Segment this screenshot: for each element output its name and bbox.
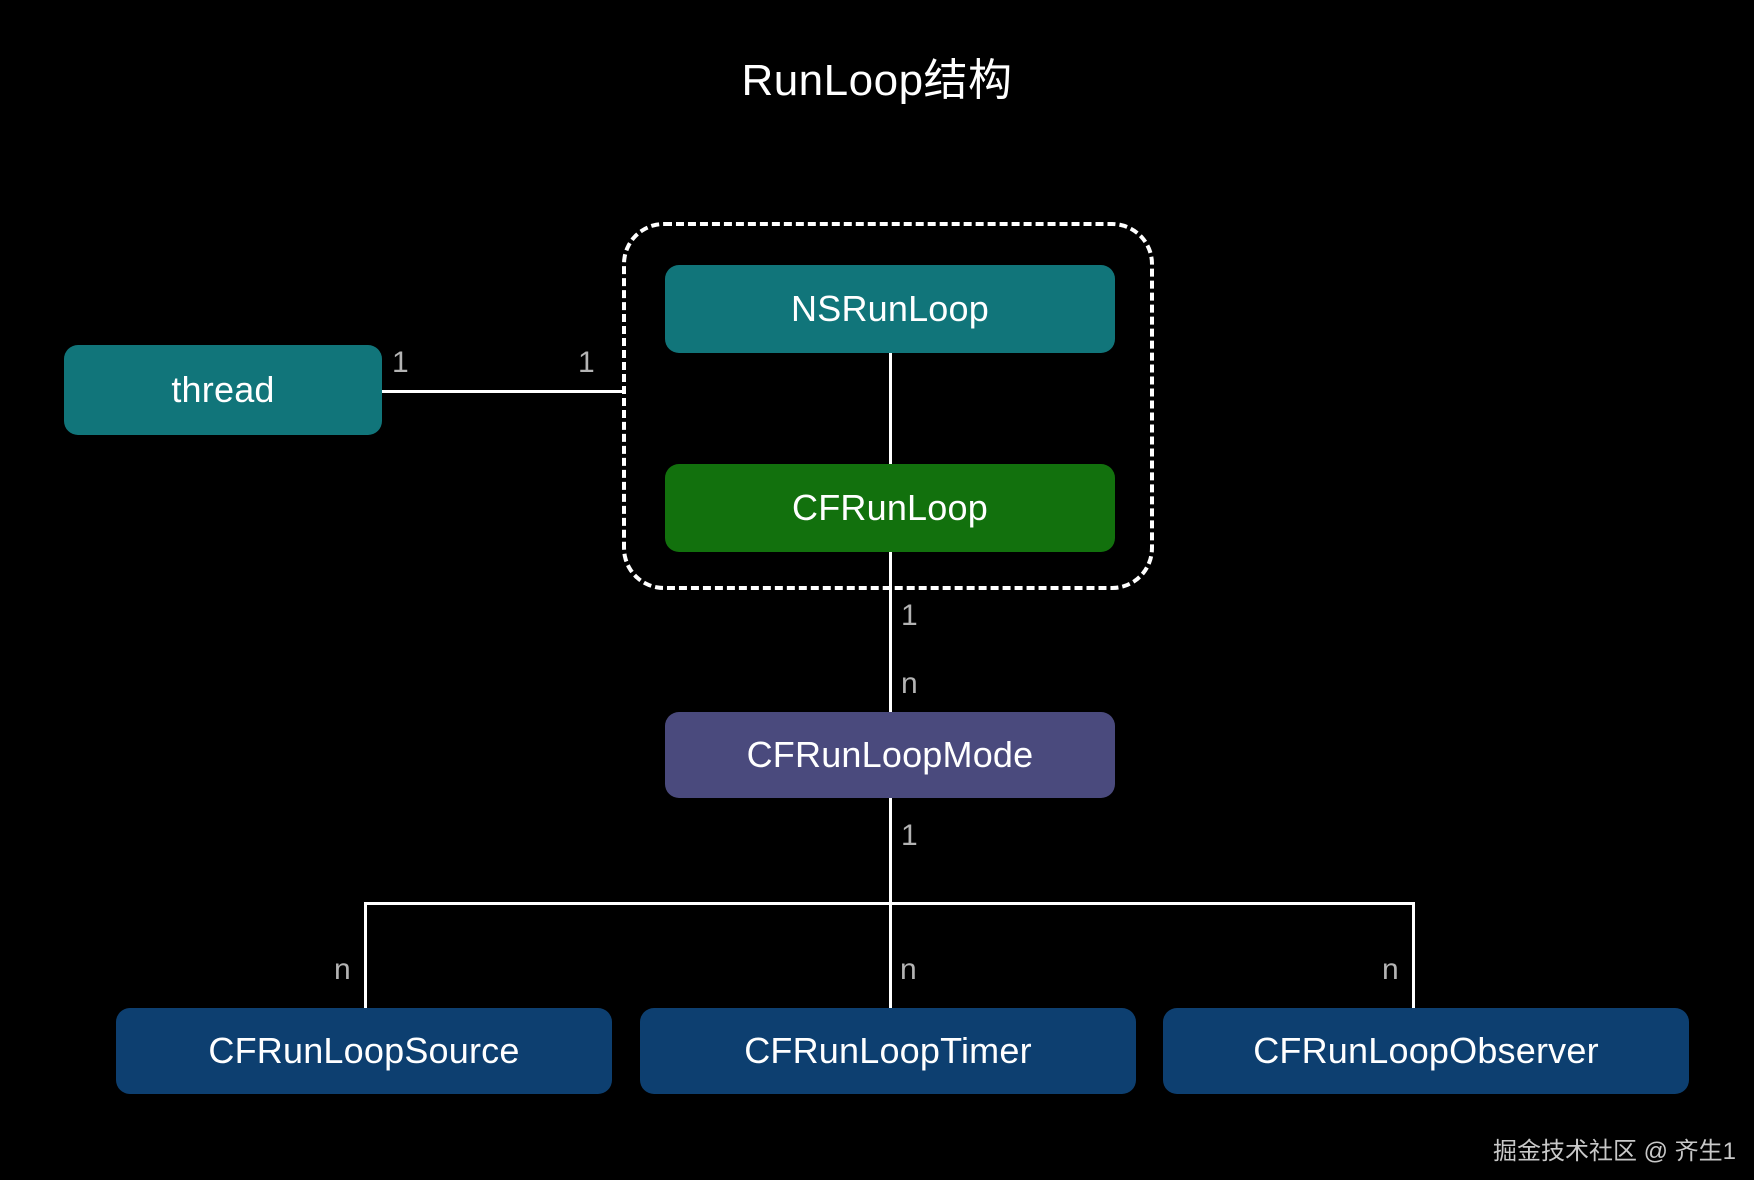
node-thread[interactable]: thread xyxy=(64,345,382,435)
node-cfrunlooptimer[interactable]: CFRunLoopTimer xyxy=(640,1008,1136,1094)
edge-bus-to-timer xyxy=(889,902,892,1012)
edge-nsrunloop-to-cfrunloop xyxy=(889,352,892,482)
cardinality-cfrunloop-to-mode-top: 1 xyxy=(901,599,918,632)
cardinality-cfrunloop-to-mode-bottom: n xyxy=(901,667,918,700)
node-cfrunloopobserver-label: CFRunLoopObserver xyxy=(1253,1030,1599,1071)
edge-bus-to-source xyxy=(364,902,367,1012)
node-cfrunloop[interactable]: CFRunLoop xyxy=(665,464,1115,552)
cardinality-runloop-side: 1 xyxy=(578,346,595,379)
node-cfrunloopmode-label: CFRunLoopMode xyxy=(746,734,1034,775)
node-cfrunloopsource[interactable]: CFRunLoopSource xyxy=(116,1008,612,1094)
page-title: RunLoop结构 xyxy=(741,56,1013,105)
cardinality-source-n: n xyxy=(334,953,351,986)
node-thread-label: thread xyxy=(171,369,275,410)
cardinality-mode-to-children: 1 xyxy=(901,819,918,852)
cardinality-thread-side: 1 xyxy=(392,346,409,379)
runloop-group-container xyxy=(622,222,1154,590)
node-nsrunloop-label: NSRunLoop xyxy=(791,288,989,329)
node-cfrunlooptimer-label: CFRunLoopTimer xyxy=(744,1030,1032,1071)
node-cfrunloopsource-label: CFRunLoopSource xyxy=(208,1030,520,1071)
edge-thread-to-runloop xyxy=(381,390,624,393)
node-cfrunloopobserver[interactable]: CFRunLoopObserver xyxy=(1163,1008,1689,1094)
edge-mode-to-bus xyxy=(889,796,892,904)
node-nsrunloop[interactable]: NSRunLoop xyxy=(665,265,1115,353)
node-cfrunloop-label: CFRunLoop xyxy=(792,487,988,528)
watermark: 掘金技术社区 @ 齐生1 xyxy=(1492,1138,1736,1165)
cardinality-timer-n: n xyxy=(900,953,917,986)
edge-bus-to-observer xyxy=(1412,902,1415,1012)
cardinality-observer-n: n xyxy=(1382,953,1399,986)
node-cfrunloopmode[interactable]: CFRunLoopMode xyxy=(665,712,1115,798)
edge-cfrunloop-to-mode xyxy=(889,548,892,714)
